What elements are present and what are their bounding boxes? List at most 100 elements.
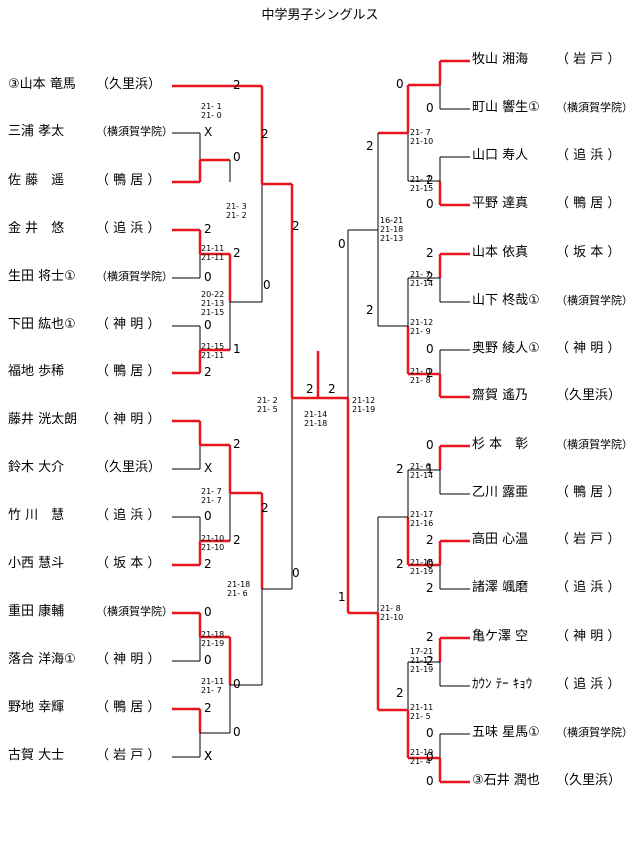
game-score: 2 <box>306 382 314 396</box>
right-player-name: 乙川 露亜 <box>472 485 529 500</box>
game-score: X <box>204 125 213 139</box>
set-score: 21-18 21- 6 <box>227 580 251 598</box>
left-player-school: （横須賀学院） <box>96 605 173 618</box>
left-player-school: （ 坂 本 ） <box>96 556 161 571</box>
game-score: 2 <box>233 533 241 547</box>
game-score: 0 <box>426 774 434 788</box>
left-player-school: （ 鴨 居 ） <box>96 364 161 379</box>
game-score: 0 <box>426 726 434 740</box>
set-score: 21-12 21- 9 <box>410 318 434 336</box>
game-score: 0 <box>426 197 434 211</box>
right-player-school: （ 岩 戸 ） <box>556 52 621 67</box>
game-score: 0 <box>204 605 212 619</box>
game-score: X <box>204 749 213 763</box>
left-player-name: 生田 将士① <box>8 269 76 284</box>
right-player-name: 奥野 綾人① <box>472 341 540 356</box>
right-player-school: （ 坂 本 ） <box>556 245 621 260</box>
right-player-school: （横須賀学院） <box>556 726 633 739</box>
right-player-school: （ 追 浜 ） <box>556 580 621 595</box>
game-score: 2 <box>204 557 212 571</box>
set-score: 21- 6 21-14 <box>410 462 434 480</box>
set-score: 21-18 21-19 <box>201 630 225 648</box>
game-score: 2 <box>261 127 269 141</box>
set-score: 21-11 21-11 <box>201 244 225 262</box>
game-score: 2 <box>426 246 434 260</box>
set-score: 21- 7 21-14 <box>410 270 434 288</box>
right-player-school: （久里浜） <box>556 773 622 788</box>
game-score: 0 <box>233 150 241 164</box>
game-score: 2 <box>233 78 241 92</box>
set-score: 21-15 21-11 <box>201 342 225 360</box>
left-player-school: （ 追 浜 ） <box>96 508 161 523</box>
left-player-name: 重田 康輔 <box>8 604 65 619</box>
right-player-school: （ 鴨 居 ） <box>556 196 621 211</box>
set-score: 17-21 21-17 21-19 <box>410 647 434 674</box>
left-player-school: （ 神 明 ） <box>96 412 161 427</box>
right-player-name: 齋賀 遙乃 <box>472 388 529 403</box>
set-score: 16-21 21-18 21-13 <box>380 216 404 243</box>
set-score: 21-17 21-16 <box>410 510 434 528</box>
set-score: 21-19 21- 4 <box>410 748 434 766</box>
set-score: 21- 2 21- 5 <box>257 396 278 414</box>
left-player-name: 三浦 孝太 <box>8 124 65 139</box>
right-player-name: 牧山 湘海 <box>472 52 529 67</box>
game-score: 0 <box>426 438 434 452</box>
right-player-school: （ 神 明 ） <box>556 341 621 356</box>
set-score: 21-12 21-19 <box>352 396 376 414</box>
game-score: 0 <box>263 278 271 292</box>
left-player-name: 古賀 大士 <box>8 748 65 763</box>
right-player-name: ｶｳﾝ ﾃｰ ｷｮｳ <box>472 677 533 692</box>
game-score: 0 <box>292 566 300 580</box>
set-score: 21- 0 21- 8 <box>410 367 431 385</box>
game-score: 0 <box>233 725 241 739</box>
game-score: 2 <box>396 462 404 476</box>
game-score: 0 <box>426 750 434 764</box>
game-score: 2 <box>426 533 434 547</box>
right-player-name: 町山 響生① <box>472 100 540 115</box>
game-score: 2 <box>261 501 269 515</box>
game-score: 2 <box>426 270 434 284</box>
left-player-name: 福地 歩稀 <box>8 364 65 379</box>
left-player-school: （ 鴨 居 ） <box>96 700 161 715</box>
game-score: 2 <box>366 139 374 153</box>
game-score: 1 <box>338 590 346 604</box>
set-score: 21-10 21-10 <box>201 534 225 552</box>
game-score: 2 <box>396 557 404 571</box>
game-score: 0 <box>426 101 434 115</box>
left-player-name: ③山本 竜馬 <box>8 77 76 92</box>
set-score: 21- 3 21- 2 <box>226 202 247 220</box>
left-player-name: 金 井 悠 <box>8 221 65 236</box>
set-score: 21- 7 21- 7 <box>201 487 222 505</box>
game-score: 0 <box>204 653 212 667</box>
right-player-name: 杉 本 彰 <box>472 437 529 452</box>
game-score: 2 <box>204 222 212 236</box>
left-player-school: （ 神 明 ） <box>96 652 161 667</box>
right-player-name: 五味 星馬① <box>472 725 540 740</box>
game-score: 2 <box>396 686 404 700</box>
set-score: 21- 8 21-10 <box>380 604 404 622</box>
set-score: 21- 7 21-10 <box>410 128 434 146</box>
game-score: 2 <box>204 701 212 715</box>
game-score: 2 <box>233 246 241 260</box>
game-score: 0 <box>426 557 434 571</box>
right-player-school: （横須賀学院） <box>556 438 633 451</box>
left-player-school: （横須賀学院） <box>96 270 173 283</box>
game-score: 0 <box>426 342 434 356</box>
set-score: 21- 1 21- 0 <box>201 102 222 120</box>
right-player-school: （ 岩 戸 ） <box>556 532 621 547</box>
set-score: 21-11 21- 7 <box>201 677 225 695</box>
game-score: 2 <box>204 365 212 379</box>
left-player-school: （ 神 明 ） <box>96 317 161 332</box>
right-player-school: （ 神 明 ） <box>556 629 621 644</box>
game-score: 2 <box>426 654 434 668</box>
game-score: X <box>204 461 213 475</box>
set-score: 21- 7 21-15 <box>410 175 434 193</box>
left-player-name: 野地 幸輝 <box>8 700 65 715</box>
right-player-school: （ 追 浜 ） <box>556 148 621 163</box>
left-player-school: （ 岩 戸 ） <box>96 748 161 763</box>
set-score: 21-11 21- 5 <box>410 703 434 721</box>
game-score: 2 <box>328 382 336 396</box>
right-player-name: ③石井 潤也 <box>472 773 540 788</box>
game-score: 2 <box>233 437 241 451</box>
game-score: 0 <box>338 237 346 251</box>
